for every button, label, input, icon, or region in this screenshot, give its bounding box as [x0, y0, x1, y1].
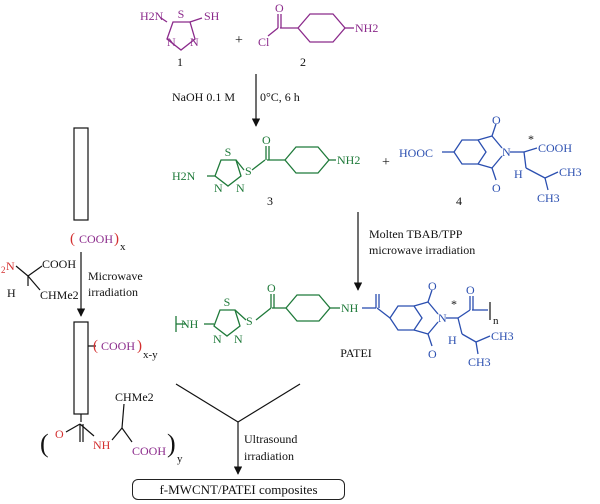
polymer-blue-part [362, 289, 491, 355]
c4-star: * [528, 132, 534, 146]
step2-line1: Molten TBAB/TPP [369, 227, 463, 241]
c4-o2: O [492, 181, 501, 195]
amide-group [65, 403, 133, 443]
poly-o-imide2: O [428, 347, 437, 361]
cnt-sub-xy: x-y [143, 349, 158, 361]
poly-n1: N [213, 332, 222, 346]
valine-structure [15, 265, 43, 291]
poly-n-imide: N [438, 311, 447, 325]
poly-n2: N [234, 332, 243, 346]
c4-o1: O [492, 113, 501, 127]
poly-nh-right: NH [341, 301, 359, 315]
c4-hooc: HOOC [399, 146, 433, 160]
c4-cooh: COOH [538, 141, 572, 155]
polymer-name: PATEI [340, 346, 372, 360]
product-label: f-MWCNT/PATEI composites [132, 479, 345, 500]
amide-cooh: COOH [132, 444, 166, 458]
c1-n2: N [190, 35, 199, 49]
c3-s2: S [245, 164, 252, 178]
c2-cl: Cl [258, 35, 270, 49]
compound-2 [267, 13, 354, 43]
compound-3 [207, 146, 336, 187]
step1-condition: 0°C, 6 h [260, 90, 300, 104]
cnt-paren-xy-close: ) [137, 338, 142, 354]
c3-n2: N [236, 181, 245, 195]
c1-s: S [178, 7, 185, 21]
cnt-paren-xy: ( [93, 338, 98, 354]
amide-o: O [55, 427, 64, 441]
c4-ch3b: CH3 [537, 191, 560, 205]
mw-line1: Microwave [88, 269, 143, 283]
amide-paren-close: ) [167, 429, 176, 458]
c3-o: O [262, 133, 271, 147]
mw-line2: irradiation [88, 285, 138, 299]
poly-s2: S [246, 314, 253, 328]
compound-1-number: 1 [177, 55, 183, 69]
carbon-nanotube-bottom [73, 321, 89, 415]
amide-nh: NH [93, 438, 111, 452]
c4-n: N [502, 145, 511, 159]
c2-nh2: NH2 [355, 21, 378, 35]
amino-n: N [6, 259, 15, 273]
us-line2: irradiation [244, 449, 294, 463]
amide-paren-open: ( [40, 429, 49, 458]
cnt-paren-x-close: ) [114, 231, 119, 247]
cnt-cooh-x: COOH [79, 232, 113, 246]
amino-chme2: CHMe2 [40, 288, 79, 302]
c3-s1: S [225, 145, 232, 159]
us-line1: Ultrasound [244, 432, 297, 446]
step2-line2: microwave irradiation [369, 243, 475, 257]
c3-n1: N [214, 181, 223, 195]
c3-nh2: NH2 [337, 153, 360, 167]
compound-3-number: 3 [267, 194, 273, 208]
c1-sh: SH [204, 9, 220, 23]
cnt-paren-x: ( [70, 231, 75, 247]
poly-s1: S [224, 295, 231, 309]
amide-chme2: CHMe2 [115, 390, 154, 404]
compound-2-number: 2 [300, 55, 306, 69]
amino-h: H [7, 286, 16, 300]
c3-h2n: H2N [172, 169, 196, 183]
compound-4 [442, 123, 559, 191]
merge-line-right [237, 383, 301, 423]
poly-o-carbonyl: O [267, 281, 276, 295]
c1-nh2: H2N [140, 9, 164, 23]
amino-2: 2 [1, 265, 6, 275]
amide-sub-y: y [177, 453, 183, 465]
merge-line-left [175, 383, 239, 423]
poly-star: * [451, 297, 457, 311]
poly-h: H [448, 333, 457, 347]
polymer-green-part [175, 294, 340, 337]
poly-ch3b: CH3 [468, 355, 491, 369]
poly-ch3a: CH3 [491, 329, 514, 343]
compound-1 [160, 17, 203, 51]
c4-ch3a: CH3 [559, 165, 582, 179]
c2-o: O [275, 1, 284, 15]
amino-cooh: COOH [42, 257, 76, 271]
c1-n1: N [167, 35, 176, 49]
plus-sign-2: + [382, 155, 390, 170]
c4-h: H [514, 167, 523, 181]
compound-4-number: 4 [456, 194, 462, 208]
poly-o-imide1: O [428, 279, 437, 293]
poly-sub-n: n [493, 315, 499, 327]
plus-sign-1: + [235, 33, 243, 48]
cnt-cooh-xy: COOH [101, 339, 135, 353]
cnt-sub-x: x [120, 241, 126, 253]
poly-o-end: O [466, 283, 475, 297]
poly-nh-left: NH [181, 317, 199, 331]
step1-reagent: NaOH 0.1 M [172, 90, 235, 104]
carbon-nanotube-top [73, 127, 89, 221]
